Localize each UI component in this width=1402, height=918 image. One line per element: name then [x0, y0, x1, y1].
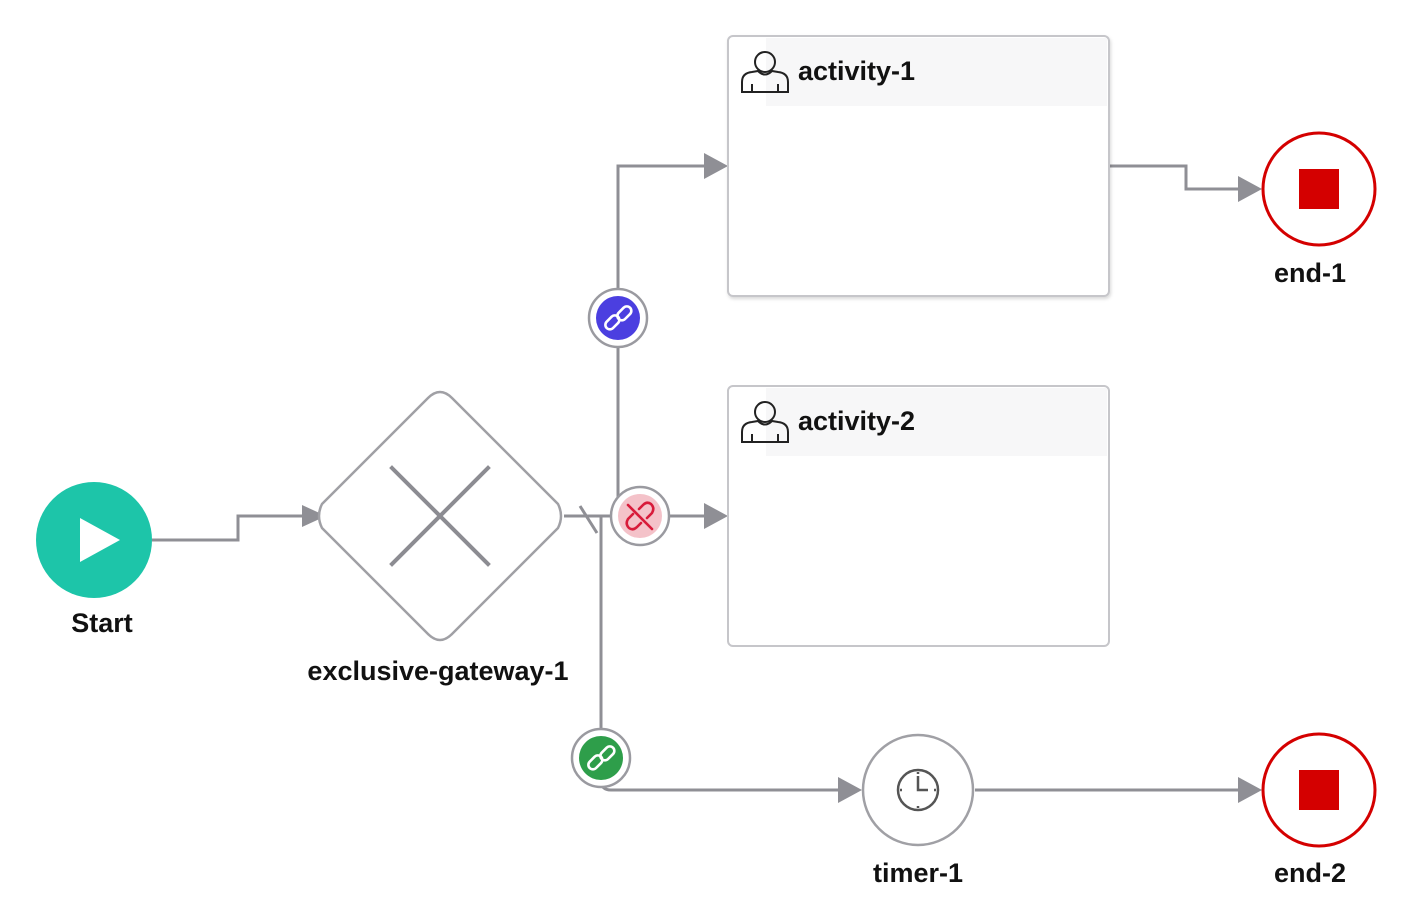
link-icon: [604, 305, 633, 331]
flow-timer-1-to-end-2[interactable]: [975, 777, 1262, 803]
link-badge-timer-1[interactable]: [570, 727, 632, 789]
flow-start-to-gateway[interactable]: [152, 505, 326, 542]
start-event[interactable]: Start: [36, 482, 152, 638]
play-icon: [80, 518, 120, 562]
end-event-1[interactable]: end-1: [1261, 131, 1377, 288]
link-icon: [587, 745, 616, 771]
timer-event[interactable]: timer-1: [861, 733, 975, 888]
user-task-activity-1[interactable]: activity-1: [727, 35, 1110, 297]
flow-activity-1-to-end-1[interactable]: [1110, 164, 1262, 202]
start-event-label: Start: [71, 608, 133, 638]
link-badge-activity-1[interactable]: [587, 287, 649, 349]
end-2-label: end-2: [1274, 858, 1346, 888]
unlink-badge-activity-2[interactable]: [609, 485, 671, 547]
gateway-label: exclusive-gateway-1: [307, 656, 568, 686]
stop-icon: [1299, 770, 1339, 810]
timer-label: timer-1: [873, 858, 963, 888]
user-icon: [741, 51, 789, 93]
stop-icon: [1299, 169, 1339, 209]
activity-1-label: activity-1: [798, 56, 915, 86]
end-1-label: end-1: [1274, 258, 1346, 288]
user-icon: [741, 401, 789, 443]
default-flow-marker: [578, 505, 599, 534]
end-event-2[interactable]: end-2: [1261, 732, 1377, 888]
activity-2-label: activity-2: [798, 406, 915, 436]
clock-icon: [896, 768, 940, 812]
broken-link-icon: [625, 501, 655, 531]
flow-gateway-to-activity-1[interactable]: [564, 153, 728, 518]
exclusive-gateway[interactable]: exclusive-gateway-1: [307, 390, 569, 686]
user-task-activity-2[interactable]: activity-2: [727, 385, 1110, 647]
x-marker-icon: [389, 465, 491, 567]
